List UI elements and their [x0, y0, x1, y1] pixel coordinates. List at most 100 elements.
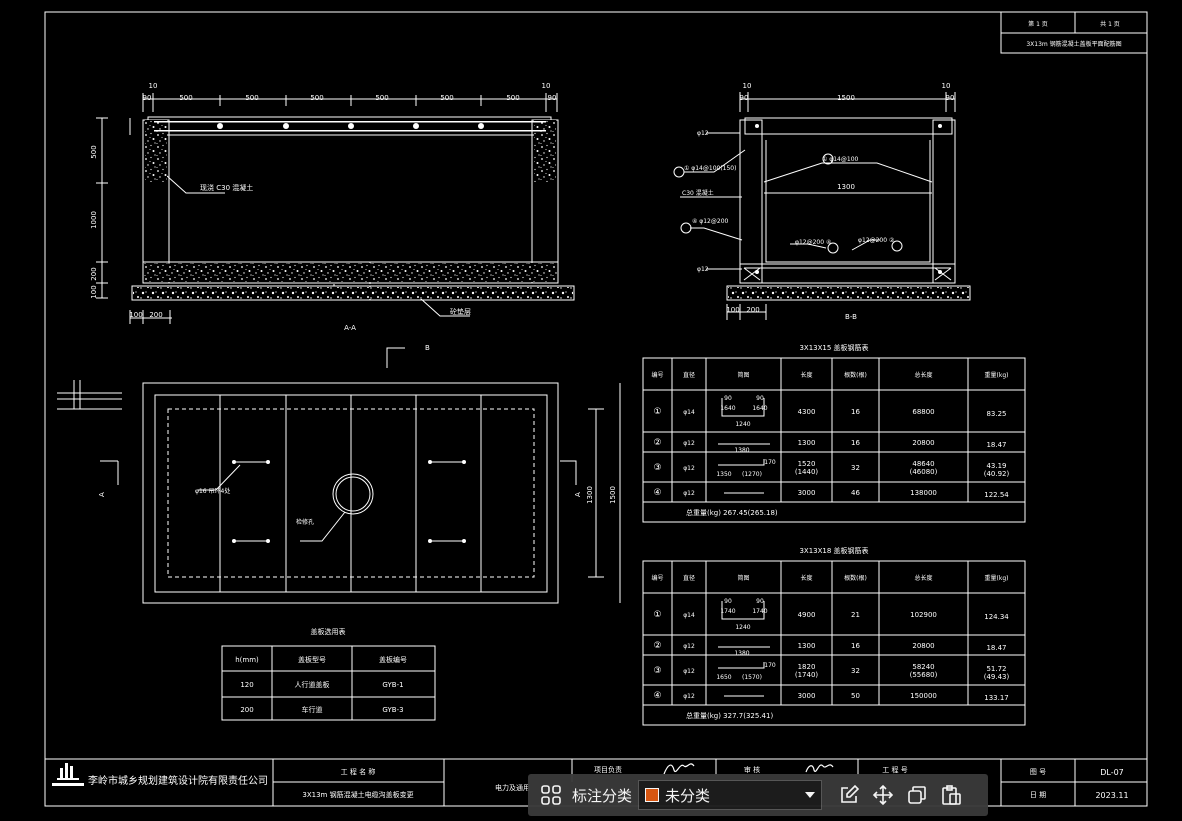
- plan-view: A A B φ16 吊环4处 检修孔 1300 1500: [57, 344, 621, 604]
- category-color-swatch: [645, 788, 660, 802]
- bb-dim-top-3: 1500: [837, 94, 855, 102]
- aa-dim-bottom-1: 100: [129, 311, 142, 319]
- table-cell-dia: φ12: [683, 490, 695, 497]
- cover-table-header-2: 盖板型号: [298, 655, 326, 664]
- shape-label: 1740: [720, 608, 735, 615]
- table-cell-no: ④: [653, 488, 661, 498]
- table-cell-dia: φ14: [683, 409, 695, 416]
- aa-dim-left-2: 1000: [90, 211, 98, 229]
- project-name: 3X13m 钢筋混凝土电缆沟盖板变更: [302, 790, 413, 799]
- bb-label-3: C30 混凝土: [682, 189, 714, 197]
- company-logo-icon: [52, 763, 84, 786]
- shape-label: 1640: [720, 405, 735, 412]
- shape-label: 90: [724, 395, 732, 402]
- table-cell-len: 4300: [798, 408, 816, 416]
- table-cell-len: 4900: [798, 611, 816, 619]
- table-header: 根数(根): [844, 574, 867, 582]
- shape-label: (1270): [742, 471, 762, 478]
- move-icon[interactable]: [866, 778, 900, 812]
- plan-cut-b: B: [425, 344, 430, 352]
- table-cell-total: 68800: [912, 408, 934, 416]
- aa-dim-bottom-2: 200: [149, 311, 162, 319]
- table-cell-count: 46: [851, 489, 860, 497]
- bb-label-4: ④ φ12@200: [692, 218, 729, 225]
- table-cell-dia: φ12: [683, 643, 695, 650]
- table-cell-no: ①: [653, 407, 661, 417]
- edit-icon[interactable]: [832, 778, 866, 812]
- table-cell-count: 50: [851, 692, 860, 700]
- bb-label-6: ① φ14@100: [822, 156, 859, 163]
- table-cell-count: 16: [851, 408, 860, 416]
- copy-icon[interactable]: [900, 778, 934, 812]
- table-cell-weight: 122.54: [984, 491, 1009, 499]
- check-label: 审 核: [744, 765, 760, 774]
- project-label: 工 程 名 称: [341, 767, 376, 776]
- aa-dim-top-6: 500: [375, 94, 388, 102]
- plan-hole-label: 检修孔: [296, 518, 314, 526]
- date-value: 2023.11: [1095, 791, 1128, 800]
- cover-table-cell: 车行道: [302, 705, 323, 714]
- chevron-down-icon: [805, 792, 816, 798]
- table-cell-total: 138000: [910, 489, 937, 497]
- table-cell-total: 20800: [912, 439, 934, 447]
- cover-table-cell: 120: [240, 681, 253, 689]
- cover-table-header-3: 盖板编号: [379, 655, 407, 664]
- aa-dim-top-5: 500: [310, 94, 323, 102]
- shape-label: (1570): [742, 674, 762, 681]
- page-number: 第 1 页: [1028, 20, 1048, 28]
- code-label: 工 程 号: [882, 765, 907, 774]
- signature-2-icon: [805, 764, 834, 773]
- bb-dim-top-1: 10: [743, 82, 752, 90]
- drawing-label: 图 号: [1030, 768, 1046, 776]
- paste-icon[interactable]: [934, 778, 968, 812]
- shape-label: 1380: [734, 447, 749, 454]
- aa-dim-top-1: 10: [149, 82, 158, 90]
- table-total: 总重量(kg) 327.7(325.41): [686, 711, 773, 720]
- bb-label-7: 1300: [837, 183, 855, 191]
- table-cell-weight: 124.34: [984, 613, 1009, 621]
- shape-label: 170: [764, 459, 776, 466]
- aa-dim-left-3: 200: [90, 267, 98, 280]
- shape-label: 1380: [734, 650, 749, 657]
- table-title: 3X13X18 盖板钢筋表: [799, 546, 868, 555]
- table-cell-count: 32: [851, 464, 860, 472]
- table-cell-len: 3000: [798, 692, 816, 700]
- table-header: 长度: [800, 371, 812, 379]
- date-label: 日 期: [1030, 791, 1046, 799]
- table-cell-total: 150000: [910, 692, 937, 700]
- table-header: 编号: [651, 371, 663, 379]
- aa-note-concrete: 现浇 C30 混凝土: [200, 183, 253, 192]
- table-header: 总长度: [914, 371, 932, 379]
- table-header: 简图: [737, 574, 749, 582]
- role-label: 项目负责: [594, 765, 622, 774]
- section-aa: 10 90 500 500 500 500 500 500 90 10 500 …: [90, 82, 575, 332]
- table-cell-count: 16: [851, 439, 860, 447]
- cover-table-cell: GYB-3: [382, 706, 403, 714]
- bb-label-2: ① φ14@100(150): [684, 165, 736, 172]
- shape-label: 1240: [735, 624, 750, 631]
- layout-grid-icon[interactable]: [534, 778, 568, 812]
- section-bb: 10 90 1500 90 10 φ12 ① φ14@100(150) C30 …: [673, 82, 971, 321]
- shape-label: 1350: [716, 471, 731, 478]
- shape-label: 90: [756, 395, 764, 402]
- category-select[interactable]: 未分类: [638, 780, 823, 810]
- table-cell-len: 3000: [798, 489, 816, 497]
- table-cell-weight: 133.17: [984, 694, 1009, 702]
- cover-table-cell: 人行道盖板: [295, 680, 330, 689]
- table-cell-no: ③: [653, 463, 661, 473]
- table-header: 重量(kg): [985, 574, 1009, 582]
- bb-dim-bottom-2: 200: [746, 306, 759, 314]
- plan-hook-label: φ16 吊环4处: [195, 487, 230, 495]
- aa-dim-left-1: 500: [90, 145, 98, 158]
- table-border: [642, 357, 1026, 523]
- category-select-value: 未分类: [665, 786, 711, 805]
- cover-table-cell: GYB-1: [382, 681, 403, 689]
- table-cell-count: 21: [851, 611, 860, 619]
- aa-dim-top-7: 500: [440, 94, 453, 102]
- annotation-toolbar: 标注分类 未分类: [528, 774, 988, 816]
- table-cell-len: 1520(1440): [795, 460, 819, 476]
- aa-dim-top-8: 500: [506, 94, 519, 102]
